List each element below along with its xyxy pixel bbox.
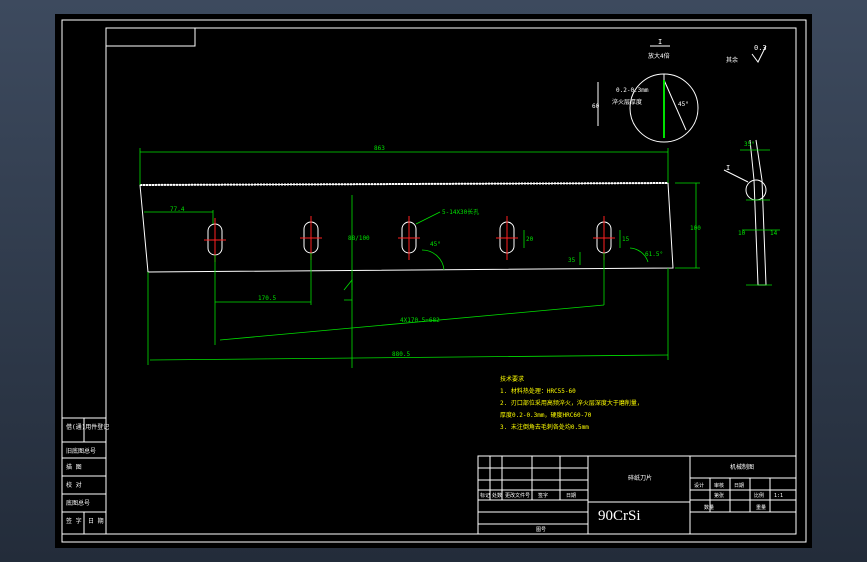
side-view-dim-b: 14 bbox=[770, 230, 778, 237]
roughness-note: 其余 bbox=[726, 56, 738, 64]
side-row-0: 借(通)用件登记 bbox=[66, 423, 109, 431]
tech-notes: 技术要求 1. 材料热处理：HRC55-60 2. 刃口部位采用高频淬火，淬火层… bbox=[500, 375, 643, 431]
side-view-angle: 35° bbox=[744, 141, 755, 148]
tb-sheet: 第张 bbox=[714, 492, 724, 499]
tb-scale-value: 1:1 bbox=[774, 493, 783, 499]
detail-label-top: I bbox=[658, 38, 662, 46]
drawing-sheet bbox=[55, 14, 812, 548]
tech-note-3: 厚度0.2-0.3mm，硬度HRC60-70 bbox=[500, 411, 592, 419]
tech-note-2: 2. 刃口部位采用高频淬火，淬火层深度大于磨削量， bbox=[500, 399, 643, 407]
dim-slot-w: 15 bbox=[622, 236, 630, 243]
dim-height-note: 88/100 bbox=[348, 235, 370, 242]
code-box bbox=[105, 27, 196, 47]
dim-slot-pitch: 170.5 bbox=[258, 295, 276, 302]
detail-label-bottom: 放大4倍 bbox=[648, 52, 670, 60]
dim-edge: 35 bbox=[568, 257, 576, 264]
tb-date: 日期 bbox=[734, 483, 744, 489]
rev-label-2: 更改文件号 bbox=[505, 492, 530, 499]
side-row-5: 签 字 bbox=[66, 517, 82, 525]
side-view-label: I bbox=[726, 164, 730, 172]
tb-design: 设计 bbox=[694, 482, 704, 489]
side-row-3: 校 对 bbox=[66, 481, 82, 489]
tb-check: 审核 bbox=[714, 482, 724, 489]
inner-border bbox=[105, 27, 797, 535]
rev-label-0: 标记 bbox=[480, 492, 490, 499]
dim-slot-len: 20 bbox=[526, 236, 534, 243]
outer-border bbox=[61, 19, 807, 543]
detail-note1: 0.2-0.3mm bbox=[616, 87, 649, 94]
dim-pitch-total: 4X170.5=682 bbox=[400, 317, 440, 324]
side-row-1: 旧底图总号 bbox=[66, 447, 96, 455]
material-label: 90CrSi bbox=[598, 508, 641, 524]
side-row-6: 日 期 bbox=[88, 517, 104, 525]
side-table: 借(通)用件登记 旧底图总号 描 图 校 对 底图总号 签 字 日 期 bbox=[61, 417, 109, 535]
detail-side-dim: 60 bbox=[592, 103, 600, 110]
rev-label-4: 日期 bbox=[566, 493, 576, 499]
side-view: I 35° 10 14 bbox=[723, 139, 780, 286]
school-name: 机械制图 bbox=[730, 463, 754, 471]
rev-label-1: 处数 bbox=[492, 492, 502, 499]
tb-weight: 重量 bbox=[756, 504, 766, 511]
dim-width: 100 bbox=[690, 225, 701, 232]
tech-notes-title: 技术要求 bbox=[500, 375, 524, 383]
side-row-4: 底图总号 bbox=[66, 499, 90, 507]
title-block: 标记 处数 更改文件号 签字 日期 90CrSi 碎纸刀片 机械制图 设计 审核… bbox=[477, 455, 797, 535]
dim-left-offset: 77.4 bbox=[170, 206, 185, 213]
rev-label-3: 签字 bbox=[538, 492, 548, 499]
tb-scale: 比例 bbox=[754, 492, 764, 499]
tech-note-1: 1. 材料热处理：HRC55-60 bbox=[500, 387, 576, 395]
tech-note-4: 3. 未注倒角去毛刺各处均0.5mm bbox=[500, 423, 589, 431]
blade-front-view: 863 77.4 170.5 4X170.5=682 880.5 100 5-1… bbox=[139, 145, 701, 368]
dimension-lines bbox=[139, 148, 700, 368]
detail-angle: 45° bbox=[678, 101, 689, 108]
tb-drawing-no: 图号 bbox=[536, 527, 546, 533]
part-name: 碎纸刀片 bbox=[628, 474, 652, 482]
dim-bottom-length: 880.5 bbox=[392, 351, 410, 358]
dim-hole-note: 5-14X30长孔 bbox=[442, 208, 479, 216]
tb-qty: 数量 bbox=[704, 504, 714, 511]
roughness-value: 0.3 bbox=[754, 44, 767, 52]
side-view-dim-a: 10 bbox=[738, 230, 746, 237]
detail-view: I 放大4倍 0.2-0.3mm 淬火层厚度 60 45° 0.3 其余 bbox=[592, 38, 767, 143]
dim-overall-length: 863 bbox=[374, 145, 385, 152]
dim-angle1: 45° bbox=[430, 241, 441, 248]
detail-note2: 淬火层厚度 bbox=[612, 98, 642, 106]
dim-angle2: 61.5° bbox=[645, 251, 663, 258]
side-row-2: 描 图 bbox=[66, 463, 82, 471]
